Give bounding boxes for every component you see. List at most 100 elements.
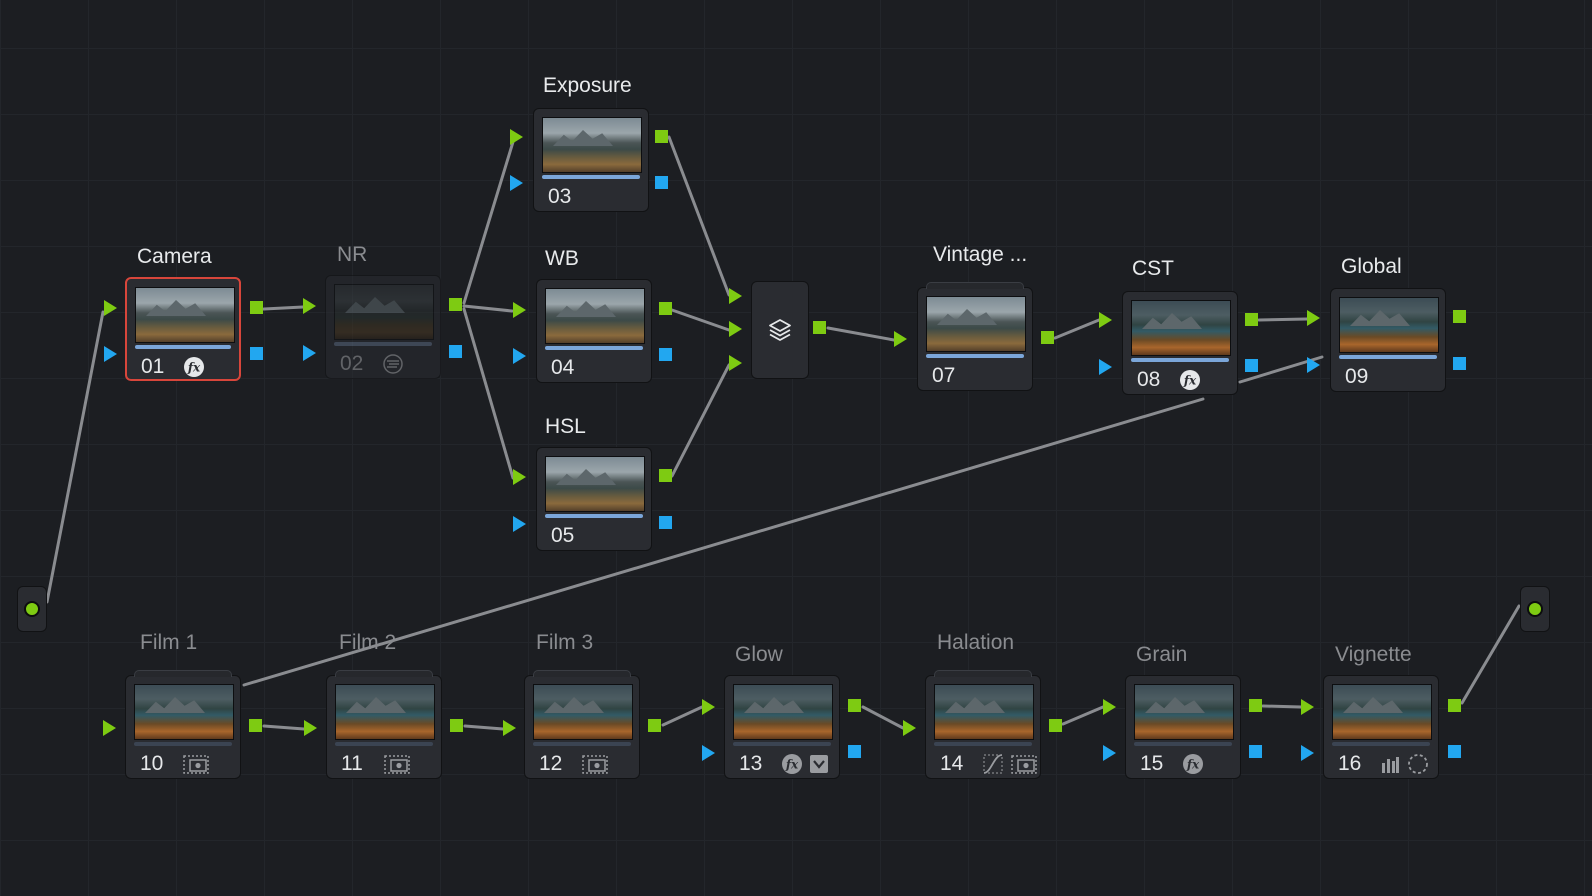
node-bar — [545, 514, 643, 518]
node-02[interactable]: 02 — [325, 275, 441, 379]
node-01[interactable]: 01 fx — [125, 277, 241, 381]
rgb-output-port[interactable] — [450, 719, 463, 732]
node-08[interactable]: 08 fx — [1122, 291, 1238, 395]
svg-text:fx: fx — [187, 361, 201, 375]
key-output-port[interactable] — [848, 745, 861, 758]
rgb-input-port[interactable] — [103, 720, 116, 736]
key-input-port[interactable] — [513, 348, 526, 364]
node-16[interactable]: 16 — [1323, 675, 1439, 779]
output-dot[interactable] — [1527, 601, 1543, 617]
node-09[interactable]: 09 — [1330, 288, 1446, 392]
svg-text:fx: fx — [1183, 374, 1197, 388]
key-output-port[interactable] — [659, 516, 672, 529]
mixer-input-port[interactable] — [729, 321, 742, 337]
node-04[interactable]: 04 — [536, 279, 652, 383]
key-input-port[interactable] — [702, 745, 715, 761]
node-label: WB — [545, 247, 579, 270]
rgb-output-port[interactable] — [1049, 719, 1062, 732]
rgb-output-port[interactable] — [659, 469, 672, 482]
mixer-output-port[interactable] — [813, 321, 826, 334]
node-12[interactable]: 12 — [524, 670, 640, 779]
node-11[interactable]: 11 — [326, 670, 442, 779]
node-thumbnail — [926, 296, 1026, 352]
node-label: NR — [337, 243, 368, 266]
node-bar — [542, 175, 640, 179]
rgb-input-port[interactable] — [1307, 310, 1320, 326]
node-thumbnail — [1332, 684, 1432, 740]
key-output-port[interactable] — [655, 176, 668, 189]
rgb-input-port[interactable] — [1301, 699, 1314, 715]
rgb-output-port[interactable] — [1041, 331, 1054, 344]
node-07[interactable]: 07 — [917, 282, 1033, 391]
key-input-port[interactable] — [510, 175, 523, 191]
rgb-output-port[interactable] — [1249, 699, 1262, 712]
node-thumbnail — [135, 287, 235, 343]
input-dot[interactable] — [24, 601, 40, 617]
rgb-input-port[interactable] — [513, 469, 526, 485]
key-input-port[interactable] — [104, 346, 117, 362]
node-label: HSL — [545, 415, 586, 438]
source-endpoint[interactable] — [17, 586, 47, 632]
key-input-port[interactable] — [1099, 359, 1112, 375]
node-thumbnail — [934, 684, 1034, 740]
node-thumbnail — [1134, 684, 1234, 740]
node-number: 12 — [539, 752, 563, 775]
key-output-port[interactable] — [1453, 357, 1466, 370]
rgb-output-port[interactable] — [1245, 313, 1258, 326]
rgb-input-port[interactable] — [503, 720, 516, 736]
node-03[interactable]: 03 — [533, 108, 649, 212]
rgb-input-port[interactable] — [513, 302, 526, 318]
rgb-input-port[interactable] — [304, 720, 317, 736]
key-output-port[interactable] — [250, 347, 263, 360]
node-10[interactable]: 10 — [125, 670, 241, 779]
node-thumbnail — [1131, 300, 1231, 356]
rgb-output-port[interactable] — [848, 699, 861, 712]
key-output-port[interactable] — [1448, 745, 1461, 758]
rgb-input-port[interactable] — [1103, 699, 1116, 715]
fx-icon: fx — [1179, 369, 1201, 391]
key-output-port[interactable] — [1249, 745, 1262, 758]
key-output-port[interactable] — [449, 345, 462, 358]
rgb-output-port[interactable] — [659, 302, 672, 315]
node-05[interactable]: 05 — [536, 447, 652, 551]
rgb-input-port[interactable] — [104, 300, 117, 316]
node-number: 07 — [932, 364, 956, 387]
mixer-input-port[interactable] — [729, 288, 742, 304]
node-label: Halation — [937, 631, 1015, 654]
rgb-input-port[interactable] — [1099, 312, 1112, 328]
key-output-port[interactable] — [1245, 359, 1258, 372]
node-14[interactable]: 14 — [925, 670, 1041, 779]
checkbox-icon[interactable] — [809, 754, 829, 774]
fx-icon: fx — [781, 753, 803, 775]
rgb-input-port[interactable] — [903, 720, 916, 736]
rgb-output-port[interactable] — [648, 719, 661, 732]
rgb-output-port[interactable] — [249, 719, 262, 732]
node-bar — [545, 346, 643, 350]
rgb-input-port[interactable] — [510, 129, 523, 145]
rgb-input-port[interactable] — [303, 298, 316, 314]
rgb-input-port[interactable] — [894, 331, 907, 347]
layer-mixer-node[interactable] — [751, 281, 809, 379]
key-input-port[interactable] — [1307, 357, 1320, 373]
rgb-input-port[interactable] — [702, 699, 715, 715]
key-input-port[interactable] — [513, 516, 526, 532]
rgb-output-port[interactable] — [1448, 699, 1461, 712]
capture-effect-icon — [182, 753, 210, 775]
node-thumbnail — [542, 117, 642, 173]
rgb-output-port[interactable] — [250, 301, 263, 314]
mixer-input-port[interactable] — [729, 355, 742, 371]
layers-icon — [767, 317, 793, 343]
rgb-output-port[interactable] — [449, 298, 462, 311]
node-number: 05 — [551, 524, 575, 547]
node-13[interactable]: 13 fx — [724, 675, 840, 779]
key-output-port[interactable] — [659, 348, 672, 361]
node-15[interactable]: 15 fx — [1125, 675, 1241, 779]
key-input-port[interactable] — [303, 345, 316, 361]
key-input-port[interactable] — [1301, 745, 1314, 761]
rgb-output-port[interactable] — [655, 130, 668, 143]
output-endpoint[interactable] — [1520, 586, 1550, 632]
rgb-output-port[interactable] — [1453, 310, 1466, 323]
key-input-port[interactable] — [1103, 745, 1116, 761]
